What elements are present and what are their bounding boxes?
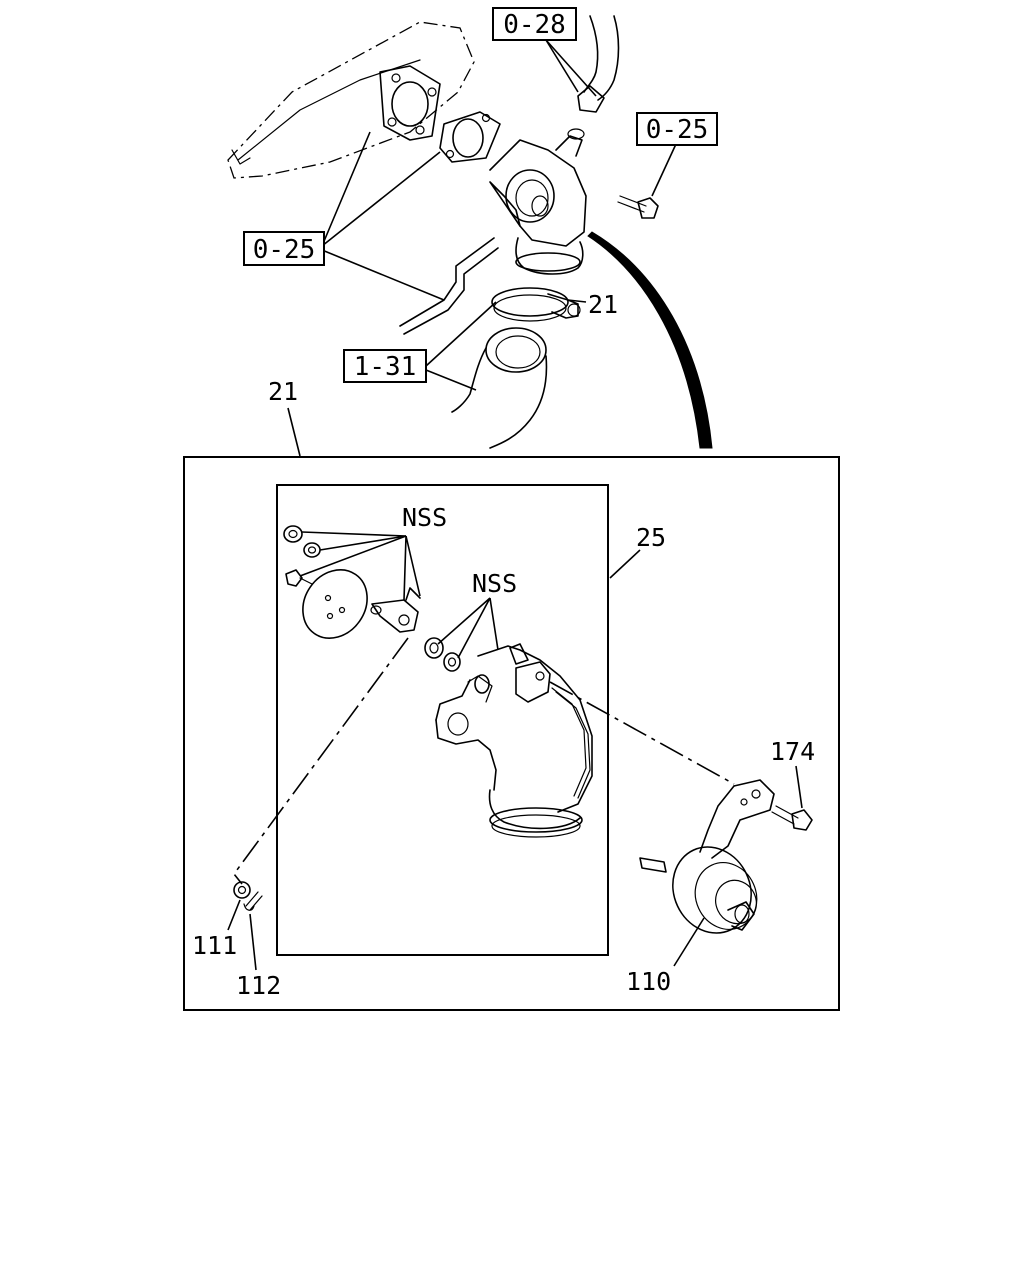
vacuum-actuator [639,846,758,934]
svg-text:0-25: 0-25 [646,115,709,145]
assembly-21-frame [183,456,840,1011]
label-21-assembly: 21 [268,377,298,406]
label-nss-lower: NSS [472,569,517,598]
label-112: 112 [236,971,281,1000]
label-25: 25 [636,523,666,552]
callout-0-25-left[interactable]: 0-25 [243,231,325,266]
bushing-and-washer [424,637,461,672]
callout-0-28[interactable]: 0-28 [492,7,577,41]
svg-text:0-25: 0-25 [253,235,316,265]
svg-text:0-28: 0-28 [503,10,566,40]
callout-0-25-right[interactable]: 0-25 [636,112,718,146]
actuator-bracket [699,779,775,859]
clamp [491,287,581,322]
callout-1-31[interactable]: 1-31 [343,349,427,383]
assembly-25-frame [276,484,609,956]
vacuum-pipe [399,237,499,335]
exhaust-manifold [227,21,475,179]
gasket [439,111,501,163]
svg-text:1-31: 1-31 [354,352,417,382]
label-110: 110 [626,967,671,996]
pin-and-split-pin [233,881,263,911]
bolt-upper [617,195,659,219]
exhaust-brake-valve-body [435,643,593,838]
bolt-174 [771,805,813,831]
vacuum-hose [577,15,620,113]
nuts-and-screws [283,525,321,587]
label-nss-upper: NSS [402,503,447,532]
lever-arm [370,587,421,633]
reference-arrow [587,231,713,449]
label-174: 174 [770,737,815,766]
exhaust-brake-valve-upper [489,128,587,275]
detail-leaders [227,531,803,971]
intake-pipe [451,327,548,449]
valve-plate [302,569,368,639]
label-111: 111 [192,931,237,960]
upper-leaders [287,39,677,457]
label-21-top: 21 [588,290,618,319]
